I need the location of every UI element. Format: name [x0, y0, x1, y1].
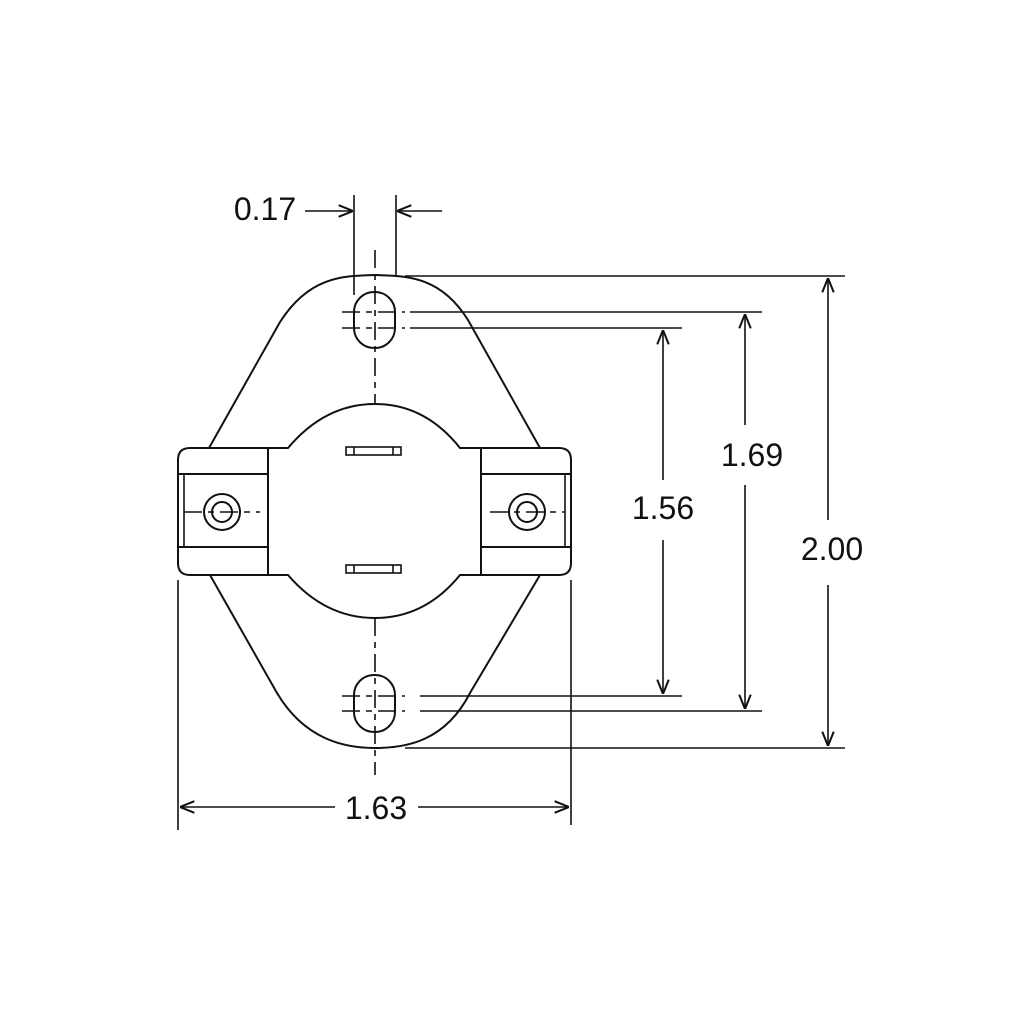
label-overall-height: 2.00 — [801, 531, 863, 567]
top-mounting-hole — [342, 291, 405, 349]
dimension-bracket-width — [177, 580, 572, 830]
dimension-overall-height — [405, 275, 845, 749]
dimension-hole-width — [305, 195, 442, 295]
left-screw-icon — [203, 493, 241, 531]
label-hole-width: 0.17 — [234, 191, 296, 227]
center-dome — [268, 402, 481, 620]
label-hole-outer-spacing: 1.69 — [721, 437, 783, 473]
right-screw-icon — [508, 493, 546, 531]
label-hole-inner-spacing: 1.56 — [632, 490, 694, 526]
label-bracket-width: 1.63 — [345, 790, 407, 826]
dimension-hole-outer-spacing — [410, 311, 762, 712]
bottom-mounting-hole — [342, 674, 405, 733]
left-bracket — [177, 447, 269, 576]
dimension-hole-inner-spacing — [410, 327, 682, 697]
right-bracket — [480, 447, 572, 576]
